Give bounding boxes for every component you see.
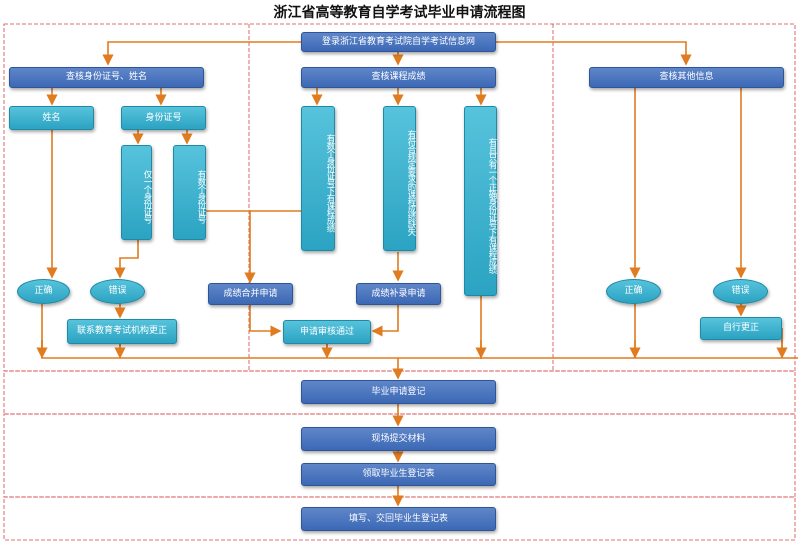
- contact-exam-office-node[interactable]: 联系教育考试机构更正: [67, 319, 177, 344]
- correct-left-oval[interactable]: 正确: [17, 279, 70, 304]
- supplement-apply-node[interactable]: 成绩补录申请: [356, 283, 441, 305]
- grad-register-node[interactable]: 毕业申请登记: [301, 380, 496, 404]
- multiple-id-node[interactable]: 有数个身份证号: [173, 145, 206, 240]
- error-left-oval[interactable]: 错误: [90, 279, 145, 304]
- only-one-id-scores-node[interactable]: 有且只有一个正确身份证号下有课程成绩: [464, 106, 497, 296]
- check-id-name-node[interactable]: 查核身份证号、姓名: [9, 67, 204, 88]
- login-node[interactable]: 登录浙江省教育考试院自学考试信息网: [301, 32, 496, 52]
- check-other-node[interactable]: 查核其他信息: [589, 67, 784, 88]
- self-correct-node[interactable]: 自行更正: [700, 317, 782, 340]
- qualified-missing-node[interactable]: 有符合规定要求的课程成绩缺失: [383, 106, 416, 251]
- get-form-node[interactable]: 领取毕业生登记表: [301, 463, 496, 486]
- error-right-oval[interactable]: 错误: [713, 279, 768, 304]
- multi-id-scores-node[interactable]: 有数个身份证号下有课程成绩: [301, 106, 335, 251]
- id-number-node[interactable]: 身份证号: [121, 106, 206, 130]
- fill-return-node[interactable]: 填写、交回毕业生登记表: [301, 507, 496, 531]
- check-score-node[interactable]: 查核课程成绩: [301, 67, 496, 88]
- merge-apply-node[interactable]: 成绩合并申请: [208, 283, 293, 305]
- name-node[interactable]: 姓名: [9, 106, 94, 130]
- page-title: 浙江省高等教育自学考试毕业申请流程图: [273, 5, 526, 21]
- connectors: [36, 41, 798, 507]
- submit-materials-node[interactable]: 现场提交材料: [301, 427, 496, 451]
- correct-right-oval[interactable]: 正确: [606, 279, 661, 304]
- approved-node[interactable]: 申请审核通过: [283, 320, 371, 344]
- missing-id-node[interactable]: 仅一个身份证号: [121, 145, 152, 240]
